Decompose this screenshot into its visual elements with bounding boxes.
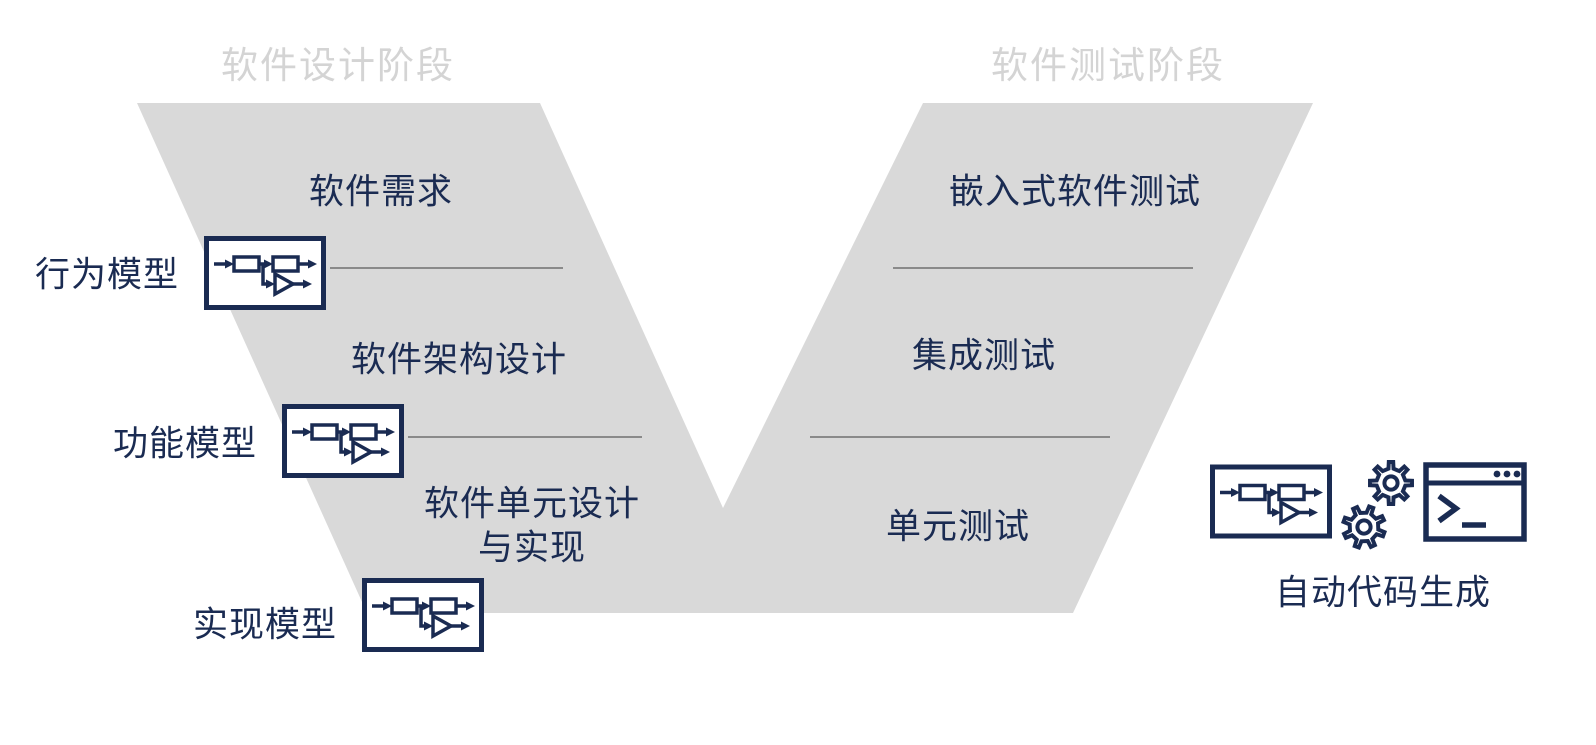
phase-title-design: 软件设计阶段 — [221, 45, 455, 86]
gear-icon — [1368, 460, 1414, 506]
label-functional-model: 功能模型 — [112, 424, 258, 464]
step-integration-testing: 集成测试 — [911, 336, 1057, 376]
step-software-architecture-design: 软件架构设计 — [350, 340, 568, 380]
gear-icon — [1335, 498, 1393, 556]
label-behavior-model: 行为模型 — [34, 255, 180, 295]
step-line-1: 软件单元设计 — [423, 484, 641, 524]
model-icon — [285, 407, 402, 476]
step-unit-testing: 单元测试 — [885, 507, 1031, 547]
step-embedded-software-testing: 嵌入式软件测试 — [948, 172, 1202, 212]
phase-title-testing: 软件测试阶段 — [991, 45, 1225, 86]
step-software-requirements: 软件需求 — [308, 172, 454, 212]
model-icon — [207, 239, 324, 308]
model-icon — [1213, 467, 1330, 536]
model-icon — [365, 581, 482, 650]
label-automatic-code-generation: 自动代码生成 — [1274, 573, 1492, 613]
step-software-unit-design-implementation: 软件单元设计 与实现 — [424, 483, 640, 572]
v-shape — [137, 103, 1313, 613]
terminal-icon — [1426, 465, 1524, 539]
step-line-2: 与实现 — [477, 529, 587, 568]
label-implementation-model: 实现模型 — [192, 605, 338, 645]
